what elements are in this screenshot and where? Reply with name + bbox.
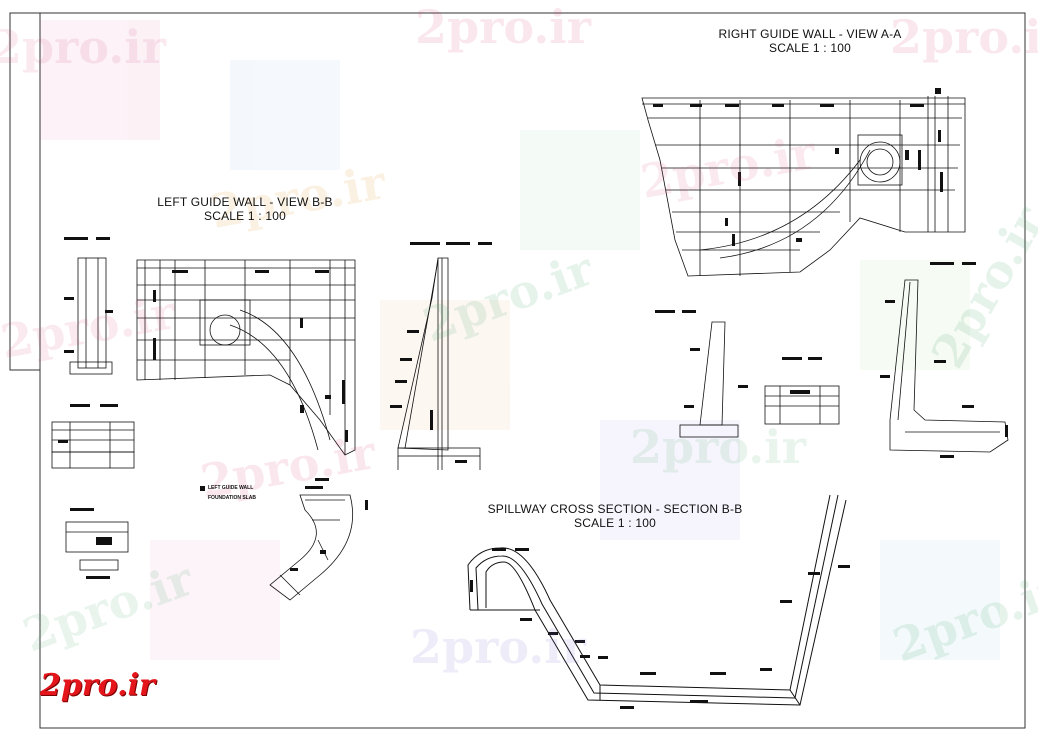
left-guide-wall-title-text: LEFT GUIDE WALL - VIEW B-B — [157, 195, 333, 209]
right-guide-wall-view — [641, 96, 966, 277]
right-guide-wall-title-text: RIGHT GUIDE WALL - VIEW A-A — [718, 27, 902, 41]
foundation-slab-detail — [269, 494, 354, 601]
foundation-slab-note-line2: FOUNDATION SLAB — [208, 495, 256, 501]
left-guide-wall-scale: SCALE 1 : 100 — [204, 209, 286, 223]
right-guide-wall-scale: SCALE 1 : 100 — [769, 41, 851, 55]
left-guide-wall-marks — [153, 270, 348, 442]
spillway-section-scale: SCALE 1 : 100 — [574, 516, 656, 530]
right-guide-wall-title: RIGHT GUIDE WALL - VIEW A-A SCALE 1 : 10… — [700, 27, 920, 55]
foundation-slab-note-line1: LEFT GUIDE WALL — [208, 485, 254, 491]
site-logo: 2pro.ir — [40, 668, 155, 703]
right-detail-sections — [679, 279, 1009, 453]
sheet-frame — [9, 12, 1026, 729]
foundation-slab-note: LEFT GUIDE WALL FOUNDATION SLAB — [208, 485, 256, 501]
spillway-section-title-text: SPILLWAY CROSS SECTION - SECTION B-B — [487, 502, 743, 516]
right-guide-wall-marks — [653, 88, 943, 246]
spillway-section-title: SPILLWAY CROSS SECTION - SECTION B-B SCA… — [470, 502, 760, 530]
right-detail-marks — [655, 262, 1008, 458]
left-detail-marks — [58, 237, 118, 579]
left-guide-wall-title: LEFT GUIDE WALL - VIEW B-B SCALE 1 : 100 — [140, 195, 350, 223]
spillway-marks — [470, 548, 850, 709]
center-wall-section — [397, 257, 481, 470]
foundation-slab-marks — [200, 478, 368, 571]
background-tint — [40, 20, 1000, 660]
left-guide-wall-view — [136, 259, 356, 456]
left-detail-sections — [51, 257, 135, 571]
center-wall-marks — [390, 242, 492, 463]
spillway-profile — [467, 494, 847, 706]
